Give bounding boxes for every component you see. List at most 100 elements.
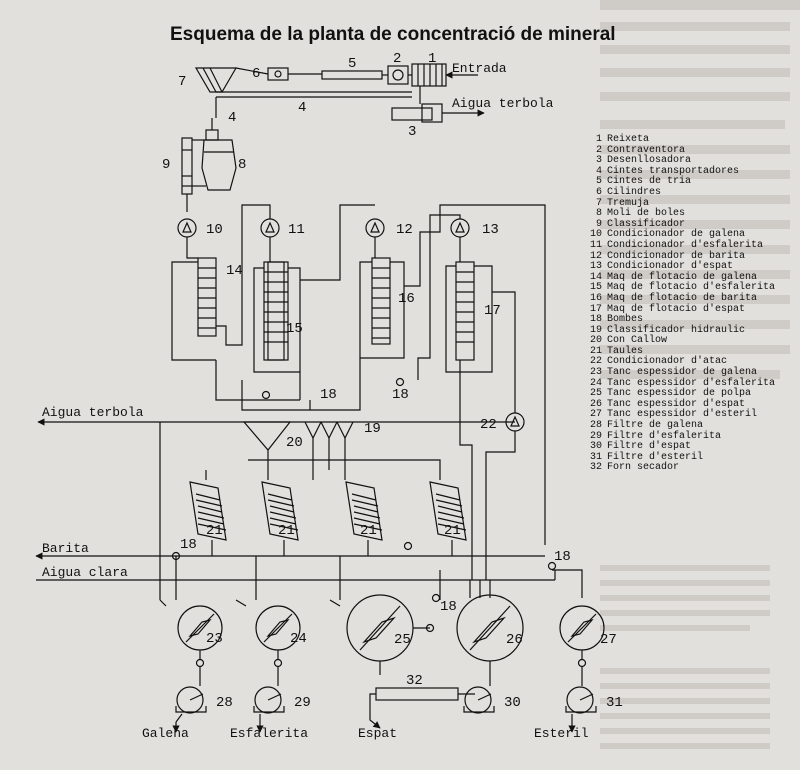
legend-number: 28 xyxy=(589,420,602,432)
label-12: 12 xyxy=(396,222,413,238)
legend-item: 19 Classificador hidraulic xyxy=(588,324,775,337)
maq-flotacio-barita xyxy=(359,204,546,545)
legend-number: 23 xyxy=(589,367,602,379)
legend-number: 18 xyxy=(589,314,602,326)
legend-label: Classificador xyxy=(607,218,686,230)
filtre-esfalerita xyxy=(253,686,285,733)
label-esteril: Esteril xyxy=(534,726,589,741)
legend-number: 20 xyxy=(589,335,602,347)
legend-item: 12 Condicionador de barita xyxy=(588,250,775,263)
label-aigua-terbola-top: Aigua terbola xyxy=(452,96,554,111)
label-11: 11 xyxy=(288,222,305,238)
label-21a: 21 xyxy=(206,523,223,539)
con-callow xyxy=(242,421,292,470)
legend-number: 21 xyxy=(589,345,602,357)
label-31: 31 xyxy=(606,695,623,711)
classificador-hidraulic xyxy=(304,421,354,480)
condicionador-esfalerita xyxy=(260,218,280,262)
forn-secador xyxy=(369,687,475,729)
condicionador-galena xyxy=(177,218,198,259)
legend-label: Cintes transportadores xyxy=(607,165,740,177)
label-2: 2 xyxy=(393,51,401,67)
label-6: 6 xyxy=(252,66,260,82)
moli-de-boles xyxy=(201,129,237,191)
label-4a: 4 xyxy=(228,110,236,126)
tanc-espessidor-polpa xyxy=(346,594,430,662)
label-barita: Barita xyxy=(42,541,89,556)
legend-item: 30 Filtre d'espat xyxy=(588,441,775,453)
legend-label: Tanc espessidor d'esfalerita xyxy=(607,377,776,389)
label-5: 5 xyxy=(348,56,356,72)
legend-label: Filtre d'espat xyxy=(607,441,692,453)
label-aigua-terbola-left: Aigua terbola xyxy=(42,405,144,420)
label-aigua-clara: Aigua clara xyxy=(42,565,128,580)
legend-number: 19 xyxy=(589,324,602,336)
legend-number: 6 xyxy=(595,186,602,198)
legend-number: 16 xyxy=(589,292,602,304)
maq-flotacio-galena xyxy=(171,204,271,361)
legend-number: 15 xyxy=(589,282,602,294)
tanc-espessidor-esteril xyxy=(559,605,605,651)
bomba-icon xyxy=(261,390,271,400)
label-21c: 21 xyxy=(360,523,377,539)
legend-number: 25 xyxy=(589,388,602,400)
legend-label: Moli de boles xyxy=(607,208,686,220)
legend-label: Condicionador d'esfalerita xyxy=(607,239,764,251)
label-19: 19 xyxy=(364,421,381,437)
cinta-tria xyxy=(321,70,388,80)
cilindres xyxy=(267,67,322,81)
desenllosadora xyxy=(391,86,485,123)
label-8: 8 xyxy=(238,157,246,173)
legend-label: Tanc espessidor d'espat xyxy=(607,398,746,410)
legend-number: 29 xyxy=(589,430,602,442)
condicionador-barita xyxy=(365,218,385,258)
legend-number: 31 xyxy=(589,451,602,463)
legend-number: 17 xyxy=(589,303,602,315)
label-32: 32 xyxy=(406,673,423,689)
label-21d: 21 xyxy=(444,523,461,539)
label-7: 7 xyxy=(178,74,186,90)
filtre-galena xyxy=(172,686,207,733)
tremuja xyxy=(194,67,238,93)
tanc-espessidor-espat xyxy=(456,594,524,662)
label-18b: 18 xyxy=(392,387,409,403)
label-3: 3 xyxy=(408,124,416,140)
bomba-icon xyxy=(403,541,413,551)
condicionador-espat xyxy=(450,218,470,262)
filtre-espat xyxy=(463,686,495,714)
legend-label: Filtre d'esteril xyxy=(607,451,704,463)
legend-number: 12 xyxy=(589,250,602,262)
filtre-esteril xyxy=(565,686,597,733)
legend-label: Classificador hidraulic xyxy=(607,324,746,336)
label-24: 24 xyxy=(290,631,307,647)
legend-number: 30 xyxy=(589,441,602,453)
label-27: 27 xyxy=(600,632,617,648)
legend-number: 1 xyxy=(595,134,602,145)
bomba-icon xyxy=(425,623,435,633)
legend-label: Condicionador de barita xyxy=(607,250,746,262)
label-23: 23 xyxy=(206,631,223,647)
legend-item: 28 Filtre de galena xyxy=(588,420,775,432)
legend-number: 10 xyxy=(589,229,602,241)
legend-label: Filtre de galena xyxy=(607,420,704,432)
label-4b: 4 xyxy=(298,100,306,116)
